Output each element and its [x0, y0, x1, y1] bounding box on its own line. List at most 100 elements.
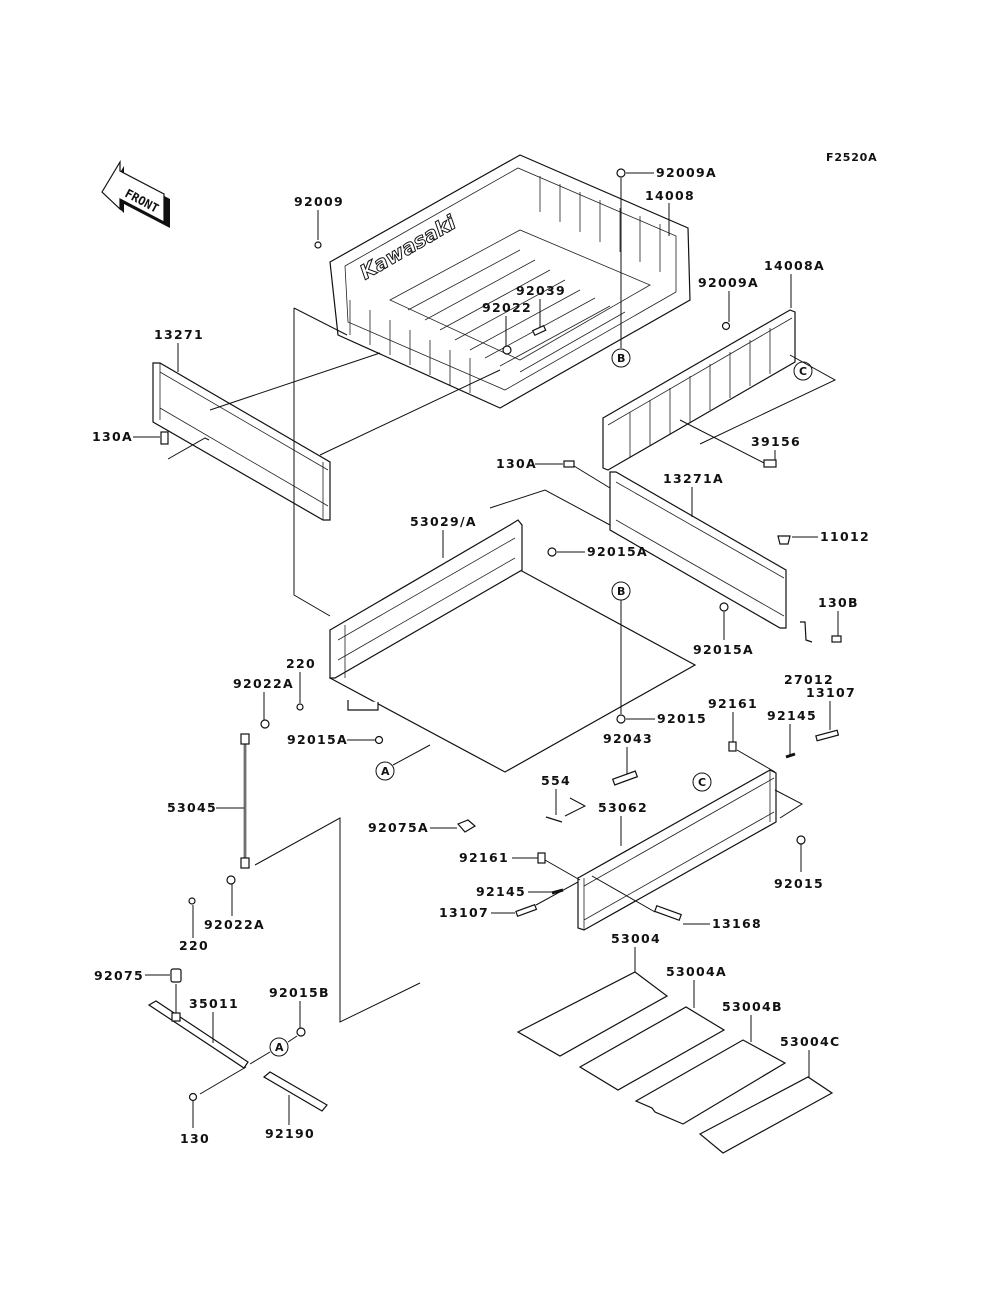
part-label-53004A[interactable]: 53004A	[666, 964, 727, 979]
part-label-14008A[interactable]: 14008A	[764, 258, 825, 273]
nut-92015A-left-icon	[374, 735, 384, 745]
part-label-13107-right[interactable]: 13107	[806, 685, 856, 700]
part-label-130A-right[interactable]: 130A	[496, 456, 537, 471]
rod-53045	[240, 733, 250, 869]
part-label-13107-left[interactable]: 13107	[439, 905, 489, 920]
bolt-130B-icon	[831, 635, 842, 643]
bolt-130-icon	[188, 1092, 198, 1102]
part-label-53004B[interactable]: 53004B	[722, 999, 783, 1014]
part-label-130[interactable]: 130	[180, 1131, 210, 1146]
part-label-92022A-bottom[interactable]: 92022A	[204, 917, 265, 932]
nut-92022-icon	[502, 345, 512, 355]
part-label-92145-right[interactable]: 92145	[767, 708, 817, 723]
bolt-92161-left-icon	[537, 852, 546, 864]
stud-92039-icon	[531, 324, 547, 337]
screw-220-top-icon	[296, 703, 304, 711]
nut-92015A-top-icon	[547, 547, 557, 557]
part-label-92145-left[interactable]: 92145	[476, 884, 526, 899]
part-label-92039[interactable]: 92039	[516, 283, 566, 298]
part-label-92075A[interactable]: 92075A	[368, 820, 429, 835]
spring-13168-icon	[653, 904, 683, 922]
deck-53029A	[328, 519, 697, 773]
part-label-53004[interactable]: 53004	[611, 931, 661, 946]
rod-92190	[262, 1071, 328, 1112]
ref-marker-A-mid: A	[375, 761, 395, 781]
part-label-39156[interactable]: 39156	[751, 434, 801, 449]
svg-text:B: B	[617, 352, 625, 365]
figure-code: F2520A	[826, 151, 877, 164]
part-label-220-top[interactable]: 220	[286, 656, 316, 671]
part-label-92009A-top[interactable]: 92009A	[656, 165, 717, 180]
part-label-92022[interactable]: 92022	[482, 300, 532, 315]
mat-53004C	[698, 1076, 834, 1154]
svg-text:B: B	[617, 585, 625, 598]
part-label-92009[interactable]: 92009	[294, 194, 344, 209]
part-label-53062[interactable]: 53062	[598, 800, 648, 815]
part-label-92015-right[interactable]: 92015	[774, 876, 824, 891]
ref-marker-A-bottom: A	[269, 1037, 289, 1057]
part-label-35011[interactable]: 35011	[189, 996, 239, 1011]
tailgate-frame-53062	[577, 769, 777, 931]
part-label-92190[interactable]: 92190	[265, 1126, 315, 1141]
part-label-92161-left[interactable]: 92161	[459, 850, 509, 865]
pin-92043-icon	[611, 770, 639, 786]
nut-92015A-right-icon	[719, 602, 729, 612]
tailgate-14008A	[602, 309, 796, 471]
pin-13107-right-icon	[815, 729, 840, 742]
part-label-92161-right[interactable]: 92161	[708, 696, 758, 711]
part-label-220-bottom[interactable]: 220	[179, 938, 209, 953]
washer-92022A-top-icon	[260, 719, 270, 729]
cargo-bed-14008: Kawasaki	[329, 154, 691, 409]
washer-92022A-bottom-icon	[226, 875, 236, 885]
part-label-92075[interactable]: 92075	[94, 968, 144, 983]
part-label-13271A[interactable]: 13271A	[663, 471, 724, 486]
nut-92075A-icon	[456, 819, 477, 833]
mat-53004A	[578, 1006, 726, 1091]
bolt-92009-icon	[314, 241, 322, 249]
part-label-92022A-top[interactable]: 92022A	[233, 676, 294, 691]
part-label-130B[interactable]: 130B	[818, 595, 859, 610]
part-label-13168[interactable]: 13168	[712, 916, 762, 931]
part-label-53029A[interactable]: 53029/A	[410, 514, 477, 529]
svg-text:C: C	[698, 776, 706, 789]
part-label-92043[interactable]: 92043	[603, 731, 653, 746]
part-label-14008[interactable]: 14008	[645, 188, 695, 203]
bracket-icon	[800, 621, 813, 643]
part-label-92015A-left[interactable]: 92015A	[287, 732, 348, 747]
part-label-130A-left[interactable]: 130A	[92, 429, 133, 444]
nut-92015B-icon	[296, 1027, 306, 1037]
part-label-53045[interactable]: 53045	[167, 800, 217, 815]
bolt-92161-right-icon	[728, 741, 737, 752]
mat-53004	[516, 971, 669, 1057]
lever-35011	[147, 1000, 249, 1069]
deck-handle-icon	[347, 700, 379, 711]
part-label-92015-mid[interactable]: 92015	[657, 711, 707, 726]
part-label-554[interactable]: 554	[541, 773, 571, 788]
mat-53004B	[634, 1039, 787, 1125]
cap-92075-icon	[170, 968, 182, 983]
clip-92015-icon	[616, 714, 626, 724]
svg-text:C: C	[799, 365, 807, 378]
screw-220-bottom-icon	[188, 897, 196, 905]
ref-marker-B-mid: B	[611, 581, 631, 601]
part-label-13271[interactable]: 13271	[154, 327, 204, 342]
front-direction-arrow-icon: FRONT	[101, 159, 170, 228]
bolt-130A-left-icon	[160, 431, 169, 445]
part-label-53004C[interactable]: 53004C	[780, 1034, 840, 1049]
clip-92015-right-icon	[796, 835, 806, 845]
bolt-92009A-right-icon	[721, 321, 731, 331]
clip-39156-icon	[763, 459, 777, 468]
ref-marker-C-bottom: C	[692, 772, 712, 792]
part-label-92015A-top[interactable]: 92015A	[587, 544, 648, 559]
part-label-27012[interactable]: 27012	[784, 672, 834, 687]
ref-marker-C-top: C	[793, 361, 813, 381]
svg-text:A: A	[381, 765, 390, 778]
part-label-11012[interactable]: 11012	[820, 529, 870, 544]
part-label-92009A-right[interactable]: 92009A	[698, 275, 759, 290]
part-label-92015A-right[interactable]: 92015A	[693, 642, 754, 657]
side-panel-13271	[152, 362, 331, 521]
part-label-92015B[interactable]: 92015B	[269, 985, 330, 1000]
pin-13107-left-icon	[515, 903, 538, 918]
bolt-92009A-icon	[616, 168, 626, 178]
